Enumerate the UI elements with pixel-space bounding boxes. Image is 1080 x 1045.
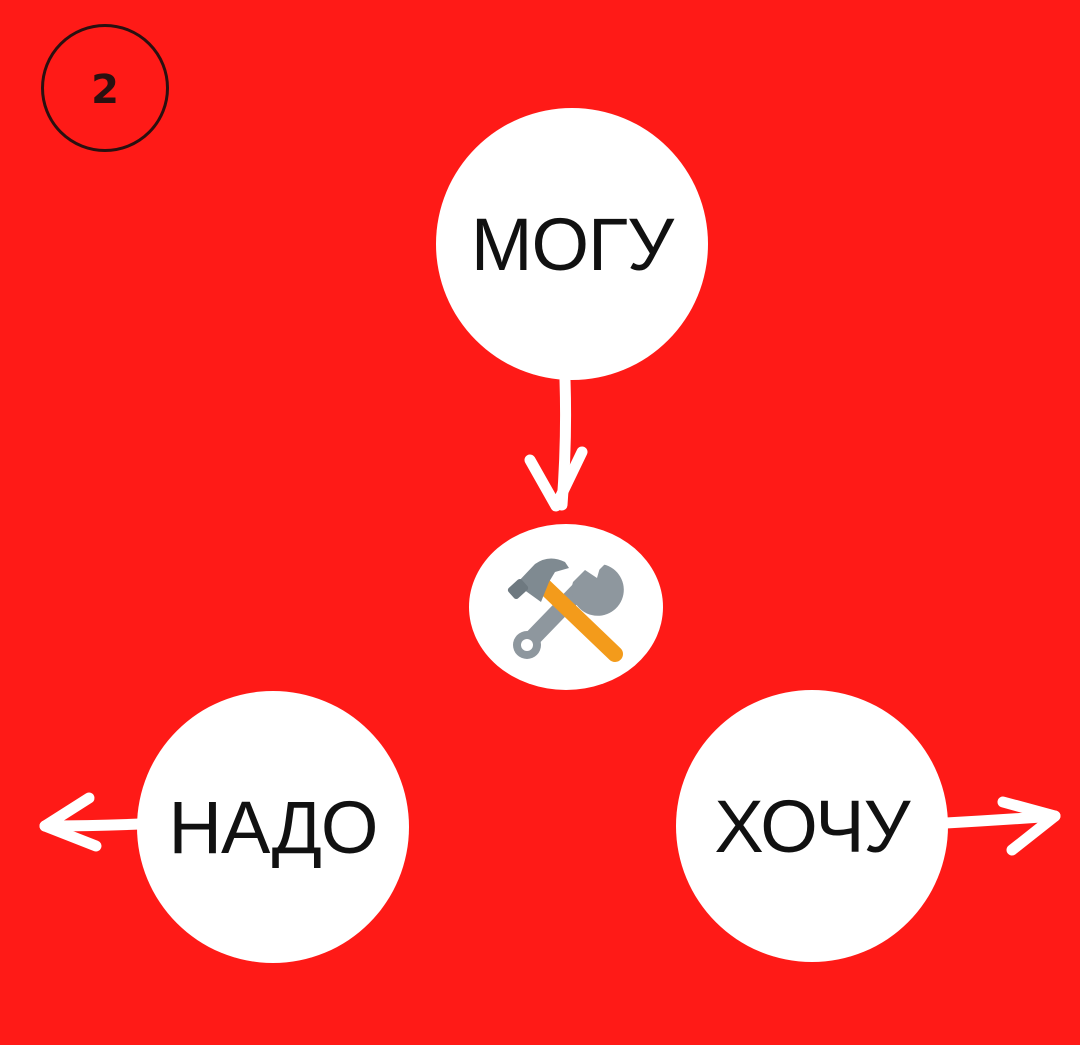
node-hochu: ХОЧУ <box>676 690 948 962</box>
page-number: 2 <box>91 67 119 113</box>
page-number-badge: 2 <box>41 24 169 152</box>
arrow-left <box>39 792 146 852</box>
node-mogu: МОГУ <box>436 108 708 380</box>
hammer-and-wrench-icon <box>507 554 624 662</box>
node-mogu-label: МОГУ <box>470 202 674 286</box>
node-hochu-label: ХОЧУ <box>714 784 910 868</box>
node-nado: НАДО <box>137 691 409 963</box>
arrow-down <box>524 374 588 512</box>
arrow-right <box>940 796 1061 856</box>
node-nado-label: НАДО <box>168 785 379 869</box>
tools-node <box>469 524 663 690</box>
